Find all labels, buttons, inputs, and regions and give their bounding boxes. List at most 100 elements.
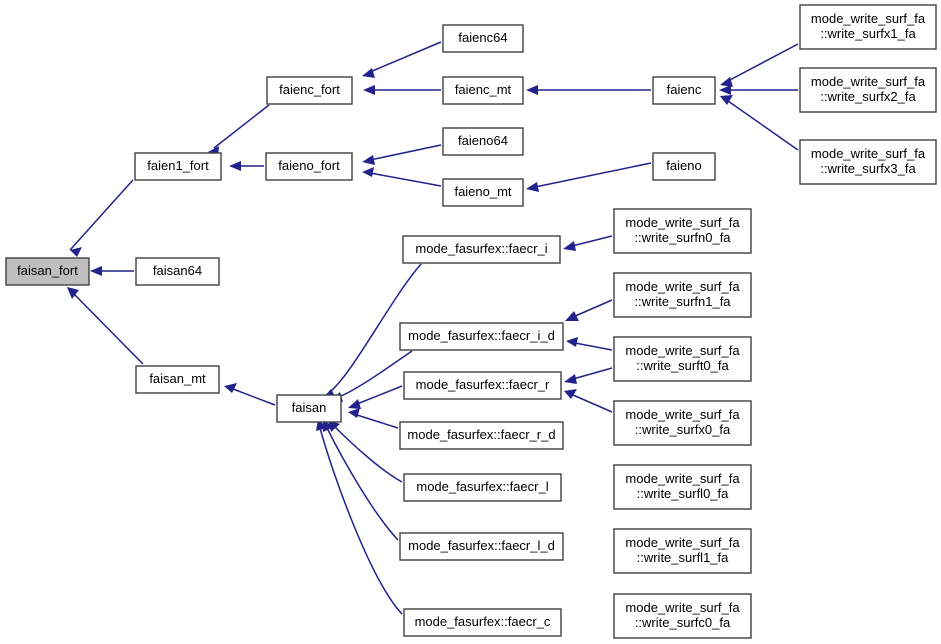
arrowhead-icon — [90, 266, 102, 276]
graph-node-write_surfx3_fa[interactable]: mode_write_surf_fa::write_surfx3_fa — [799, 139, 937, 185]
node-box[interactable] — [613, 272, 752, 318]
arrowhead-icon — [362, 155, 375, 165]
node-box[interactable] — [613, 464, 752, 510]
edge-faecr_l-to-faisan — [328, 420, 403, 483]
arrowhead-icon — [70, 247, 82, 257]
arrowhead-icon — [719, 85, 731, 95]
node-box[interactable] — [613, 208, 752, 254]
edge-line — [329, 263, 422, 393]
graph-node-faecr_r[interactable]: mode_fasurfex::faecr_r — [403, 371, 562, 400]
graph-node-faecr_l_d[interactable]: mode_fasurfex::faecr_l_d — [399, 532, 564, 561]
graph-node-faisan_mt[interactable]: faisan_mt — [135, 365, 220, 394]
node-box[interactable] — [403, 473, 562, 502]
graph-node-faienc[interactable]: faienc — [652, 76, 716, 105]
node-box[interactable] — [135, 257, 220, 286]
edge-line — [213, 104, 270, 149]
arrowhead-icon — [348, 399, 361, 409]
node-box[interactable] — [442, 76, 524, 105]
edge-write_surfx0_fa-to-faecr_r — [564, 389, 613, 413]
arrowhead-icon — [323, 420, 334, 432]
graph-node-faieno[interactable]: faieno — [652, 152, 716, 181]
graph-node-write_surfl1_fa[interactable]: mode_write_surf_fa::write_surfl1_fa — [613, 528, 752, 574]
edge-line — [574, 342, 613, 351]
arrowhead-icon — [526, 85, 538, 95]
node-box[interactable] — [652, 152, 716, 181]
edges-layer — [67, 41, 799, 615]
arrowhead-icon — [566, 337, 578, 347]
node-box[interactable] — [403, 371, 562, 400]
node-box[interactable] — [652, 76, 716, 105]
graph-node-faienc_mt[interactable]: faienc_mt — [442, 76, 524, 105]
edge-line — [369, 41, 442, 73]
edge-line — [534, 162, 652, 188]
graph-node-write_surft0_fa[interactable]: mode_write_surf_fa::write_surft0_fa — [613, 336, 752, 382]
arrowhead-icon — [362, 68, 375, 78]
graph-node-faecr_r_d[interactable]: mode_fasurfex::faecr_r_d — [399, 421, 564, 450]
node-box[interactable] — [399, 421, 564, 450]
node-box[interactable] — [5, 257, 90, 286]
edge-write_surft0_fa-to-faecr_r — [564, 367, 613, 384]
node-box[interactable] — [613, 400, 752, 446]
graph-node-write_surfn1_fa[interactable]: mode_write_surf_fa::write_surfn1_fa — [613, 272, 752, 318]
node-box[interactable] — [399, 532, 564, 561]
graph-node-faien1_fort[interactable]: faien1_fort — [134, 152, 222, 181]
node-box[interactable] — [403, 608, 562, 637]
graph-node-faieno_mt[interactable]: faieno_mt — [442, 178, 524, 207]
graph-node-faisan_fort[interactable]: faisan_fort — [5, 257, 90, 286]
edge-line — [572, 394, 613, 413]
graph-node-faieno_fort[interactable]: faieno_fort — [265, 152, 353, 181]
node-box[interactable] — [442, 127, 524, 156]
arrowhead-icon — [563, 241, 576, 251]
node-box[interactable] — [276, 394, 342, 423]
arrowhead-icon — [363, 85, 375, 95]
node-box[interactable] — [135, 365, 220, 394]
graph-node-faecr_c[interactable]: mode_fasurfex::faecr_c — [403, 608, 562, 637]
node-box[interactable] — [442, 178, 524, 207]
node-box[interactable] — [613, 528, 752, 574]
node-box[interactable] — [799, 139, 937, 185]
node-box[interactable] — [442, 24, 524, 53]
edge-line — [72, 292, 144, 365]
graph-node-faieno64[interactable]: faieno64 — [442, 127, 524, 156]
edge-faienc_fort-to-faien1_fort — [208, 104, 270, 157]
edge-line — [334, 426, 403, 483]
graph-node-write_surfn0_fa[interactable]: mode_write_surf_fa::write_surfn0_fa — [613, 208, 752, 254]
graph-node-write_surfc0_fa[interactable]: mode_write_surf_fa::write_surfc0_fa — [613, 593, 752, 639]
arrowhead-icon — [362, 167, 374, 177]
node-box[interactable] — [402, 235, 561, 264]
edge-faienc-to-faienc_mt — [526, 85, 651, 95]
graph-node-write_surfx2_fa[interactable]: mode_write_surf_fa::write_surfx2_fa — [799, 67, 937, 113]
edge-faecr_r-to-faisan — [348, 385, 403, 409]
node-box[interactable] — [799, 4, 937, 50]
edge-faecr_r_d-to-faisan — [348, 408, 399, 429]
graph-node-faecr_i[interactable]: mode_fasurfex::faecr_i — [402, 235, 561, 264]
node-box[interactable] — [399, 322, 564, 351]
graph-node-faisan[interactable]: faisan — [276, 394, 342, 423]
node-box[interactable] — [265, 152, 353, 181]
graph-node-write_surfl0_fa[interactable]: mode_write_surf_fa::write_surfl0_fa — [613, 464, 752, 510]
graph-node-faisan64[interactable]: faisan64 — [135, 257, 220, 286]
edge-faieno_fort-to-faien1_fort — [229, 161, 264, 171]
edge-line — [572, 367, 613, 380]
edge-line — [572, 299, 613, 318]
edge-faisan_mt-to-faisan_fort — [67, 287, 144, 365]
graph-node-write_surfx0_fa[interactable]: mode_write_surf_fa::write_surfx0_fa — [613, 400, 752, 446]
graph-node-write_surfx1_fa[interactable]: mode_write_surf_fa::write_surfx1_fa — [799, 4, 937, 50]
node-box[interactable] — [134, 152, 222, 181]
node-box[interactable] — [266, 76, 353, 105]
graph-node-faecr_l[interactable]: mode_fasurfex::faecr_l — [403, 473, 562, 502]
node-box[interactable] — [799, 67, 937, 113]
graph-node-faienc_fort[interactable]: faienc_fort — [266, 76, 353, 105]
graph-node-faienc64[interactable]: faienc64 — [442, 24, 524, 53]
edge-line — [571, 235, 613, 247]
edge-faieno_mt-to-faieno_fort — [362, 167, 442, 187]
edge-line — [356, 414, 399, 429]
node-box[interactable] — [613, 593, 752, 639]
node-box[interactable] — [613, 336, 752, 382]
graph-node-faecr_i_d[interactable]: mode_fasurfex::faecr_i_d — [399, 322, 564, 351]
edge-line — [338, 350, 413, 398]
edge-faieno64-to-faieno_fort — [362, 144, 442, 165]
edge-faienc64-to-faienc_fort — [362, 41, 442, 78]
arrowhead-icon — [224, 383, 237, 393]
